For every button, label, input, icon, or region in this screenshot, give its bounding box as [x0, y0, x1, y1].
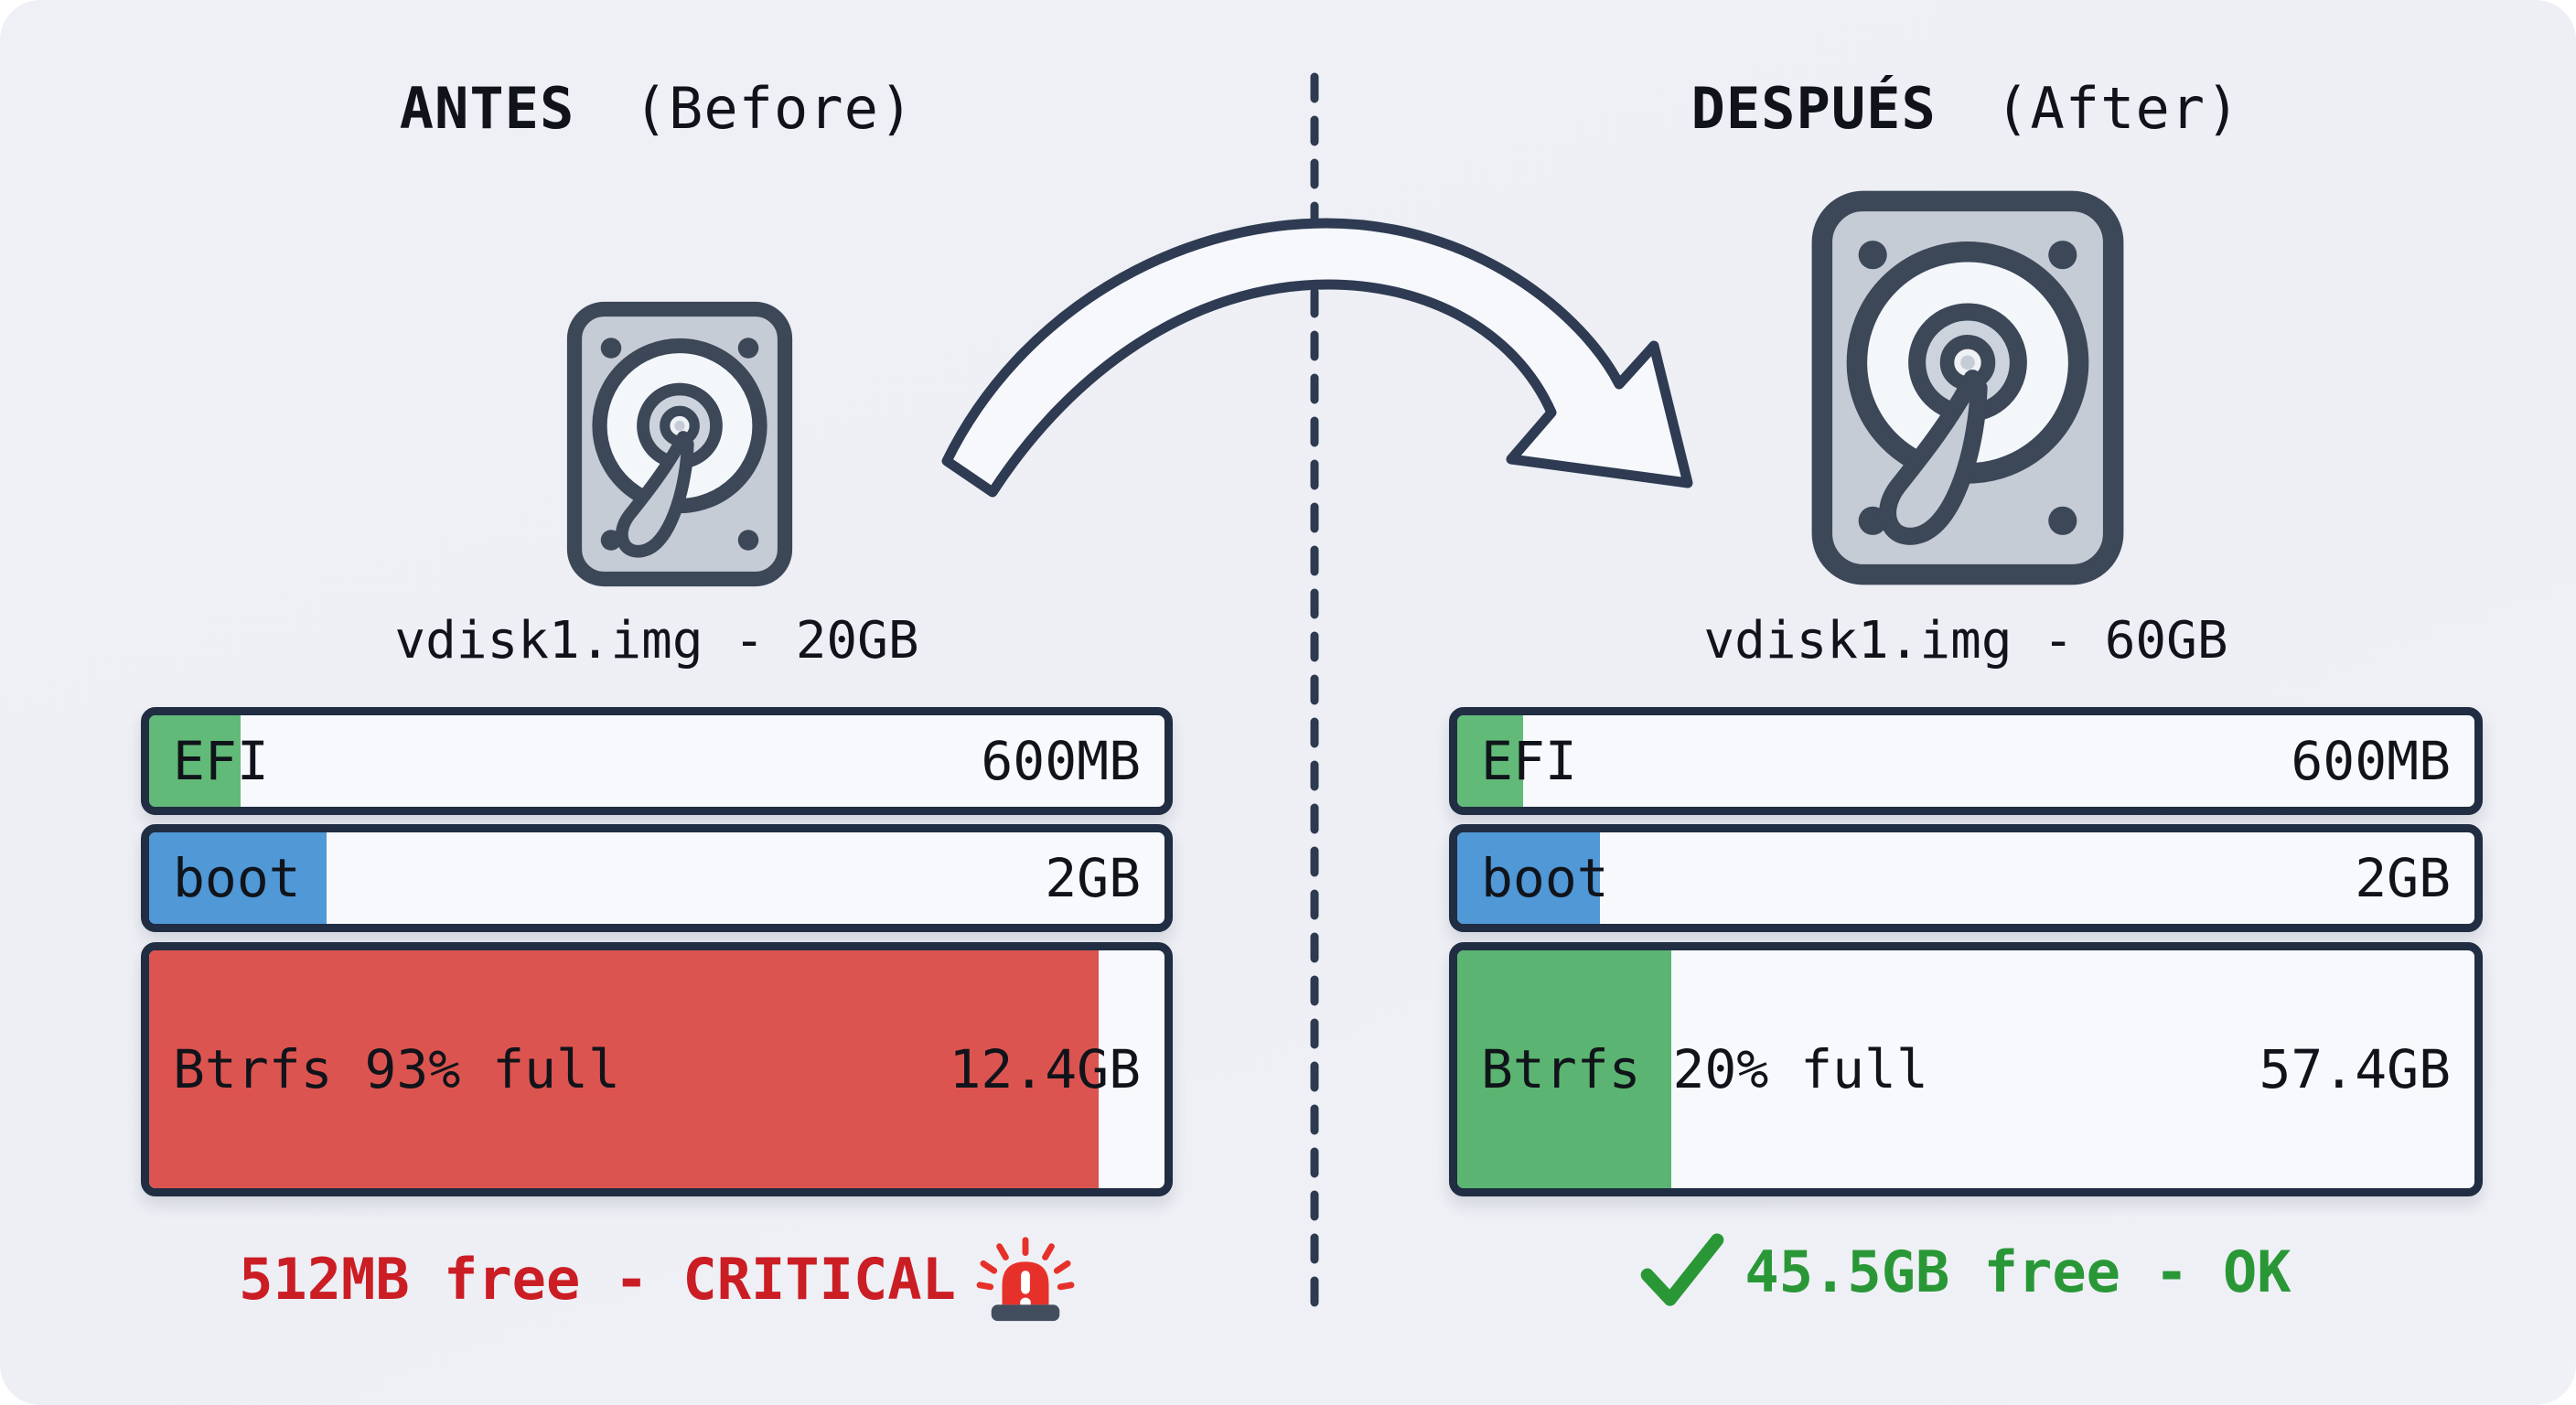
before-partition-bar-efi: EFI 600MB [141, 707, 1173, 815]
before-status: 512MB free - CRITICAL [141, 1233, 1173, 1325]
after-btrfs-name: Btrfs 20% full [1481, 1038, 1928, 1100]
after-efi-name: EFI [1481, 730, 1577, 792]
hard-disk-icon-small [566, 301, 793, 587]
before-efi-fill [149, 715, 241, 807]
after-partition-bar-boot: boot 2GB [1449, 824, 2483, 932]
siren-icon [976, 1237, 1075, 1322]
before-efi-name: EFI [173, 730, 269, 792]
after-title-strong: DESPUÉS [1690, 75, 1937, 142]
after-status-text: 45.5GB free - OK [1744, 1238, 2292, 1305]
before-status-text: 512MB free - CRITICAL [239, 1245, 956, 1313]
before-partition-bar-btrfs: Btrfs 93% full 12.4GB [141, 942, 1173, 1196]
before-efi-size: 600MB [981, 730, 1141, 792]
before-btrfs-name: Btrfs 93% full [173, 1038, 620, 1100]
after-efi-fill [1457, 715, 1524, 807]
after-efi-size: 600MB [2291, 730, 2451, 792]
after-partition-bar-btrfs: Btrfs 20% full 57.4GB [1449, 942, 2483, 1196]
before-btrfs-size: 12.4GB [949, 1038, 1141, 1100]
after-disk-label: vdisk1.img - 60GB [1703, 611, 2228, 670]
hard-disk-icon-large [1811, 190, 2124, 585]
check-icon [1641, 1233, 1724, 1306]
after-column: DESPUÉS (After) vdisk1.img - 60GB EFI 60… [1449, 0, 2483, 1405]
before-btrfs-fill [149, 950, 1099, 1188]
after-partition-bar-efi: EFI 600MB [1449, 707, 2483, 815]
after-btrfs-fill [1457, 950, 1671, 1188]
after-boot-fill [1457, 832, 1600, 924]
after-boot-name: boot [1481, 847, 1609, 909]
after-boot-size: 2GB [2355, 847, 2451, 909]
before-boot-size: 2GB [1045, 847, 1141, 909]
after-title-rest: (After) [1995, 75, 2241, 142]
before-title-strong: ANTES [399, 75, 575, 142]
before-boot-name: boot [173, 847, 301, 909]
after-btrfs-size: 57.4GB [2259, 1038, 2451, 1100]
after-status: 45.5GB free - OK [1449, 1233, 2483, 1310]
before-column: ANTES (Before) vdisk1.img - 20GB EFI 600… [141, 0, 1173, 1405]
before-title: ANTES (Before) [141, 75, 1173, 142]
dashed-divider [1310, 72, 1319, 1325]
after-title: DESPUÉS (After) [1449, 75, 2483, 142]
before-title-rest: (Before) [633, 75, 915, 142]
before-disk-label: vdisk1.img - 20GB [394, 611, 919, 670]
curved-arrow-icon [941, 218, 1693, 498]
before-boot-fill [149, 832, 327, 924]
before-partition-bar-boot: boot 2GB [141, 824, 1173, 932]
